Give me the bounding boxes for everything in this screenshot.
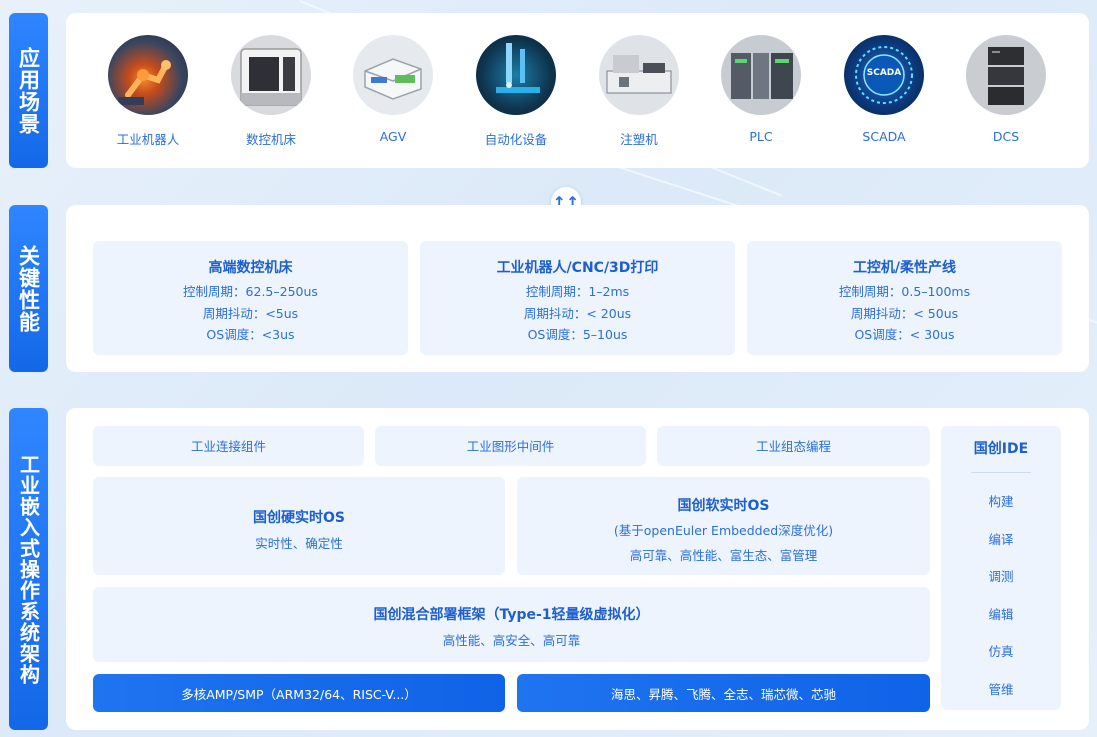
scada-badge: SCADA — [866, 68, 902, 78]
automation-equipment-icon — [476, 35, 556, 115]
scenario-cnc-machine[interactable]: 数控机床 — [221, 35, 321, 148]
scenario-label: 工业机器人 — [116, 132, 180, 147]
scenario-label: AGV — [379, 129, 407, 144]
soft-realtime-os-title: 国创软实时OS — [677, 498, 770, 514]
hard-realtime-os: 国创硬实时OS 实时性、确定性 — [93, 477, 505, 575]
performance-line: 周期抖动：< 50us — [850, 305, 959, 321]
performance-card-cnc: 高端数控机床 控制周期：62.5–250us 周期抖动：<5us OS调度：<3… — [93, 241, 408, 355]
performance-line: OS调度：<3us — [206, 327, 295, 342]
scenario-scada[interactable]: SCADA SCADA — [834, 35, 934, 144]
scenario-industrial-robot[interactable]: 工业机器人 — [98, 35, 198, 148]
injection-molding-machine-icon — [599, 35, 679, 115]
ide-item: 编辑 — [988, 606, 1014, 622]
performance-line: 控制周期：0.5–100ms — [838, 284, 971, 299]
ide-panel: 国创IDE 构建 编译 调测 编辑 仿真 管维 — [941, 426, 1061, 710]
performance-line: 周期抖动：<5us — [202, 305, 299, 321]
dcs-icon — [966, 35, 1046, 115]
scenario-label: SCADA — [862, 129, 906, 144]
component-industrial-connectivity: 工业连接组件 — [93, 426, 364, 466]
section-label-architecture: 工业嵌入式操作系统架构 — [9, 408, 48, 730]
performance-panel: 高端数控机床 控制周期：62.5–250us 周期抖动：<5us OS调度：<3… — [66, 205, 1089, 372]
hardware-multicore: 多核AMP/SMP（ARM32/64、RISC-V...） — [93, 674, 505, 712]
hard-realtime-os-subtitle: 实时性、确定性 — [255, 536, 343, 551]
cnc-machine-icon — [231, 35, 311, 115]
soft-realtime-os-note: (基于openEuler Embedded深度优化) — [613, 523, 834, 538]
ide-item: 编译 — [988, 531, 1014, 547]
scenario-plc[interactable]: PLC — [711, 35, 811, 144]
ide-divider — [971, 472, 1031, 473]
hybrid-deployment-framework: 国创混合部署框架（Type-1轻量级虚拟化） 高性能、高安全、高可靠 — [93, 587, 930, 662]
industrial-robot-icon — [108, 35, 188, 115]
architecture-panel: 工业连接组件 工业图形中间件 工业组态编程 国创硬实时OS 实时性、确定性 国创… — [66, 408, 1089, 730]
performance-line: OS调度：< 30us — [854, 327, 955, 342]
section-label-scenarios: 应用场景 — [9, 13, 48, 168]
performance-line: 周期抖动：< 20us — [523, 305, 632, 321]
component-graphics-middleware: 工业图形中间件 — [375, 426, 646, 466]
hardware-chip-vendors: 海思、昇腾、飞腾、全志、瑞芯微、芯驰 — [517, 674, 930, 712]
component-label: 工业连接组件 — [190, 439, 266, 454]
performance-line: OS调度：5–10us — [527, 327, 628, 342]
component-label: 工业图形中间件 — [466, 439, 555, 454]
ide-title: 国创IDE — [973, 441, 1029, 457]
hardware-label: 多核AMP/SMP（ARM32/64、RISC-V...） — [181, 686, 417, 702]
component-configuration-programming: 工业组态编程 — [657, 426, 930, 466]
soft-realtime-os-subtitle: 高可靠、高性能、富生态、富管理 — [629, 548, 818, 563]
performance-card-robot: 工业机器人/CNC/3D打印 控制周期：1–2ms 周期抖动：< 20us OS… — [420, 241, 735, 355]
scada-icon: SCADA — [844, 35, 924, 115]
component-label: 工业组态编程 — [755, 439, 831, 454]
performance-title: 工业机器人/CNC/3D打印 — [496, 260, 659, 276]
scenario-label: 自动化设备 — [484, 132, 548, 147]
scenarios-panel: 工业机器人 数控机床 AGV — [66, 13, 1089, 168]
scenario-automation-equipment[interactable]: 自动化设备 — [466, 35, 566, 148]
performance-title: 工控机/柔性产线 — [852, 260, 957, 276]
hardware-label: 海思、昇腾、飞腾、全志、瑞芯微、芯驰 — [610, 686, 836, 702]
agv-icon — [353, 35, 433, 115]
scenario-label: 数控机床 — [245, 132, 296, 147]
soft-realtime-os: 国创软实时OS (基于openEuler Embedded深度优化) 高可靠、高… — [517, 477, 930, 575]
scenario-dcs[interactable]: DCS — [956, 35, 1056, 144]
scenario-label: DCS — [992, 129, 1020, 144]
performance-line: 控制周期：62.5–250us — [183, 284, 318, 299]
ide-item: 构建 — [988, 494, 1014, 509]
hybrid-deployment-subtitle: 高性能、高安全、高可靠 — [442, 633, 581, 648]
ide-item: 仿真 — [988, 644, 1014, 660]
hard-realtime-os-title: 国创硬实时OS — [253, 510, 345, 526]
scenario-agv[interactable]: AGV — [343, 35, 443, 144]
plc-icon — [721, 35, 801, 115]
hybrid-deployment-title: 国创混合部署框架（Type-1轻量级虚拟化） — [373, 607, 650, 623]
ide-item: 调测 — [988, 569, 1014, 585]
ide-item: 管维 — [988, 681, 1014, 697]
scenario-injection-molding[interactable]: 注塑机 — [589, 35, 689, 148]
performance-title: 高端数控机床 — [208, 260, 293, 276]
performance-line: 控制周期：1–2ms — [525, 284, 630, 299]
section-label-performance: 关键性能 — [9, 205, 48, 372]
performance-card-ipc: 工控机/柔性产线 控制周期：0.5–100ms 周期抖动：< 50us OS调度… — [747, 241, 1062, 355]
scenario-label: PLC — [749, 129, 773, 144]
scenario-label: 注塑机 — [620, 132, 658, 147]
